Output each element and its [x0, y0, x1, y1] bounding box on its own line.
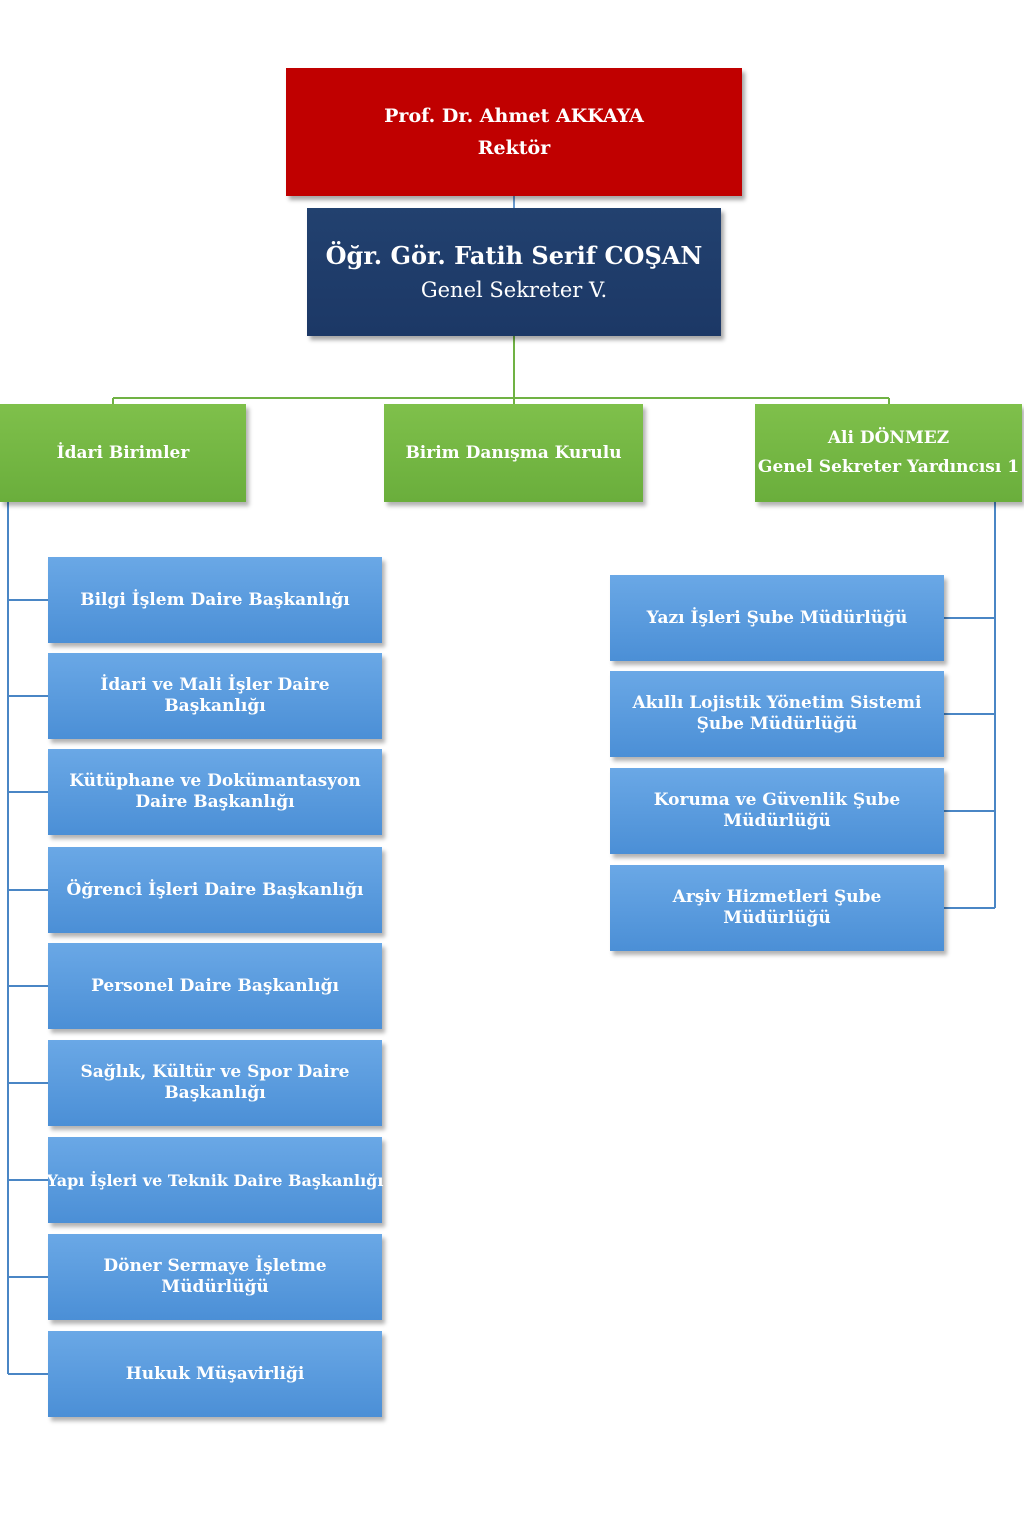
- unit-box-1: Bilgi İşlem Daire Başkanlığı: [48, 557, 382, 643]
- unit-label: Öğrenci İşleri Daire Başkanlığı: [66, 879, 364, 900]
- unit-box-8: Döner Sermaye İşletme Müdürlüğü: [48, 1234, 382, 1320]
- deputy-title: Genel Sekreter Yardıncısı 1: [757, 457, 1020, 477]
- deputy-name: Ali DÖNMEZ: [827, 428, 950, 448]
- rector-title: Rektör: [477, 137, 551, 159]
- deputy-box: Ali DÖNMEZ Genel Sekreter Yardıncısı 1: [755, 404, 1022, 502]
- rector-name: Prof. Dr. Ahmet AKKAYA: [384, 105, 644, 127]
- connector-deputy-units: [944, 502, 996, 909]
- secretary-name: Öğr. Gör. Fatih Serif COŞAN: [325, 241, 703, 270]
- deputy-unit-label: Koruma ve Güvenlik Şube Müdürlüğü: [653, 790, 901, 831]
- connector-admin-units: [7, 502, 48, 1375]
- deputy-unit-box-1: Yazı İşleri Şube Müdürlüğü: [610, 575, 944, 661]
- unit-box-6: Sağlık, Kültür ve Spor Daire Başkanlığı: [48, 1040, 382, 1126]
- deputy-unit-label: Arşiv Hizmetleri Şube Müdürlüğü: [672, 887, 882, 928]
- advisory-board-label: Birim Danışma Kurulu: [405, 442, 622, 463]
- unit-label: Sağlık, Kültür ve Spor Daire Başkanlığı: [80, 1062, 350, 1103]
- unit-box-4: Öğrenci İşleri Daire Başkanlığı: [48, 847, 382, 933]
- unit-box-5: Personel Daire Başkanlığı: [48, 943, 382, 1029]
- unit-label: Yapı İşleri ve Teknik Daire Başkanlığı: [46, 1170, 384, 1190]
- advisory-board-box: Birim Danışma Kurulu: [384, 404, 643, 502]
- secretary-title: Genel Sekreter V.: [420, 278, 608, 302]
- unit-label: Personel Daire Başkanlığı: [91, 975, 339, 996]
- unit-label: Bilgi İşlem Daire Başkanlığı: [80, 589, 350, 610]
- deputy-unit-box-3: Koruma ve Güvenlik Şube Müdürlüğü: [610, 768, 944, 854]
- deputy-unit-label: Akıllı Lojistik Yönetim Sistemi Şube Müd…: [632, 693, 922, 734]
- admin-units-box: İdari Birimler: [0, 404, 246, 502]
- unit-label: Kütüphane ve Dokümantasyon Daire Başkanl…: [69, 771, 361, 812]
- unit-label: Hukuk Müşavirliği: [125, 1363, 305, 1384]
- unit-box-9: Hukuk Müşavirliği: [48, 1331, 382, 1417]
- deputy-unit-box-2: Akıllı Lojistik Yönetim Sistemi Şube Müd…: [610, 671, 944, 757]
- unit-label: Döner Sermaye İşletme Müdürlüğü: [103, 1256, 327, 1297]
- rector-box: Prof. Dr. Ahmet AKKAYA Rektör: [286, 68, 742, 196]
- unit-box-3: Kütüphane ve Dokümantasyon Daire Başkanl…: [48, 749, 382, 835]
- secretary-box: Öğr. Gör. Fatih Serif COŞAN Genel Sekret…: [307, 208, 721, 336]
- deputy-unit-box-4: Arşiv Hizmetleri Şube Müdürlüğü: [610, 865, 944, 951]
- deputy-unit-label: Yazı İşleri Şube Müdürlüğü: [646, 607, 908, 628]
- unit-box-2: İdari ve Mali İşler Daire Başkanlığı: [48, 653, 382, 739]
- unit-label: İdari ve Mali İşler Daire Başkanlığı: [100, 675, 330, 716]
- admin-units-label: İdari Birimler: [56, 442, 190, 463]
- unit-box-7: Yapı İşleri ve Teknik Daire Başkanlığı: [46, 1137, 384, 1223]
